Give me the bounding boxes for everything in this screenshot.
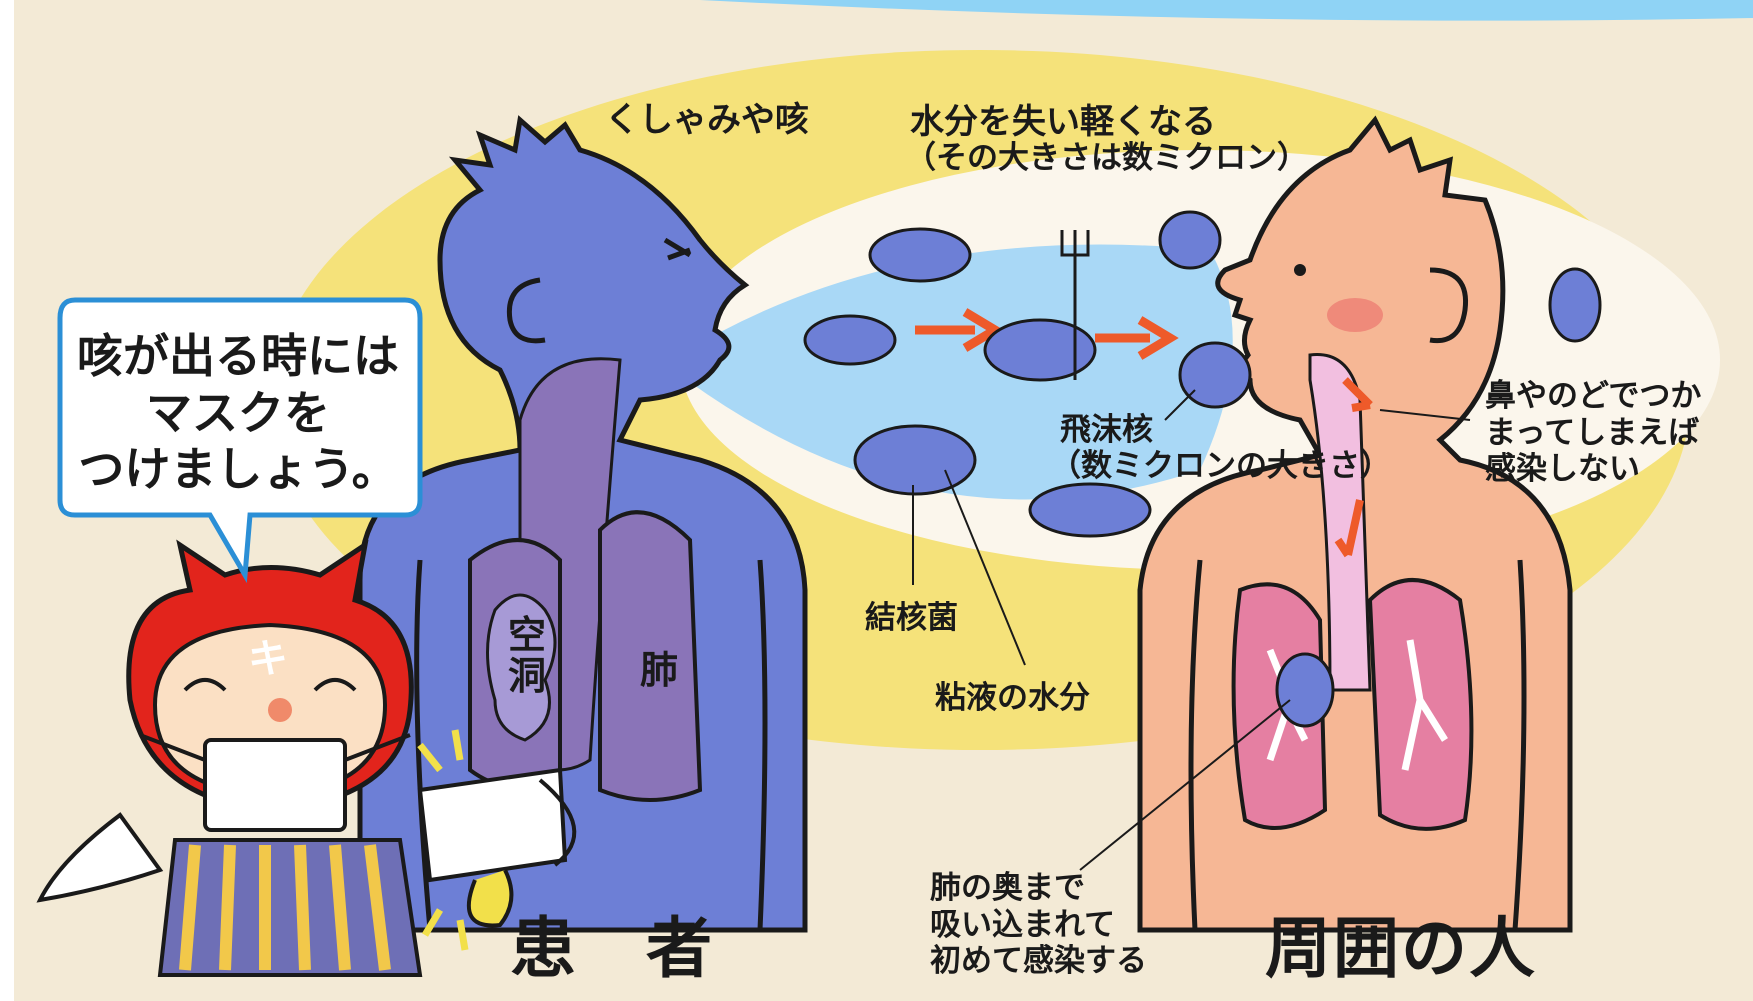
caption-surrounding: 周囲の人	[1265, 910, 1537, 988]
label-lose-water: 水分を失い軽くなる	[910, 102, 1216, 142]
label-sneeze-cough: くしゃみや咳	[605, 100, 809, 140]
label-lung: 肺	[640, 650, 678, 691]
label-mucus-water: 粘液の水分	[935, 680, 1090, 717]
label-tb-bacteria: 結核菌	[865, 600, 958, 637]
label-trapped: 鼻やのどでつか まってしまえば 感染しない	[1485, 378, 1701, 488]
person-cheek	[1327, 298, 1383, 332]
mascot-headband-letter: キ	[248, 636, 288, 682]
speech-bubble-text: 咳が出る時には マスクを つけましょう。	[68, 328, 408, 498]
caption-patient: 患 者	[510, 910, 714, 988]
label-size-note: （その大きさは数ミクロン）	[905, 140, 1308, 177]
label-deep-lung: 肺の奥まで 吸い込まれて 初めて感染する	[930, 870, 1147, 980]
label-nucleus-size: （数ミクロンの大きさ）	[1050, 448, 1391, 485]
person-eye	[1294, 264, 1306, 276]
left-margin	[0, 0, 14, 1001]
label-cavity: 空 洞	[508, 615, 546, 697]
label-droplet-nucleus: 飛沫核	[1060, 412, 1153, 449]
